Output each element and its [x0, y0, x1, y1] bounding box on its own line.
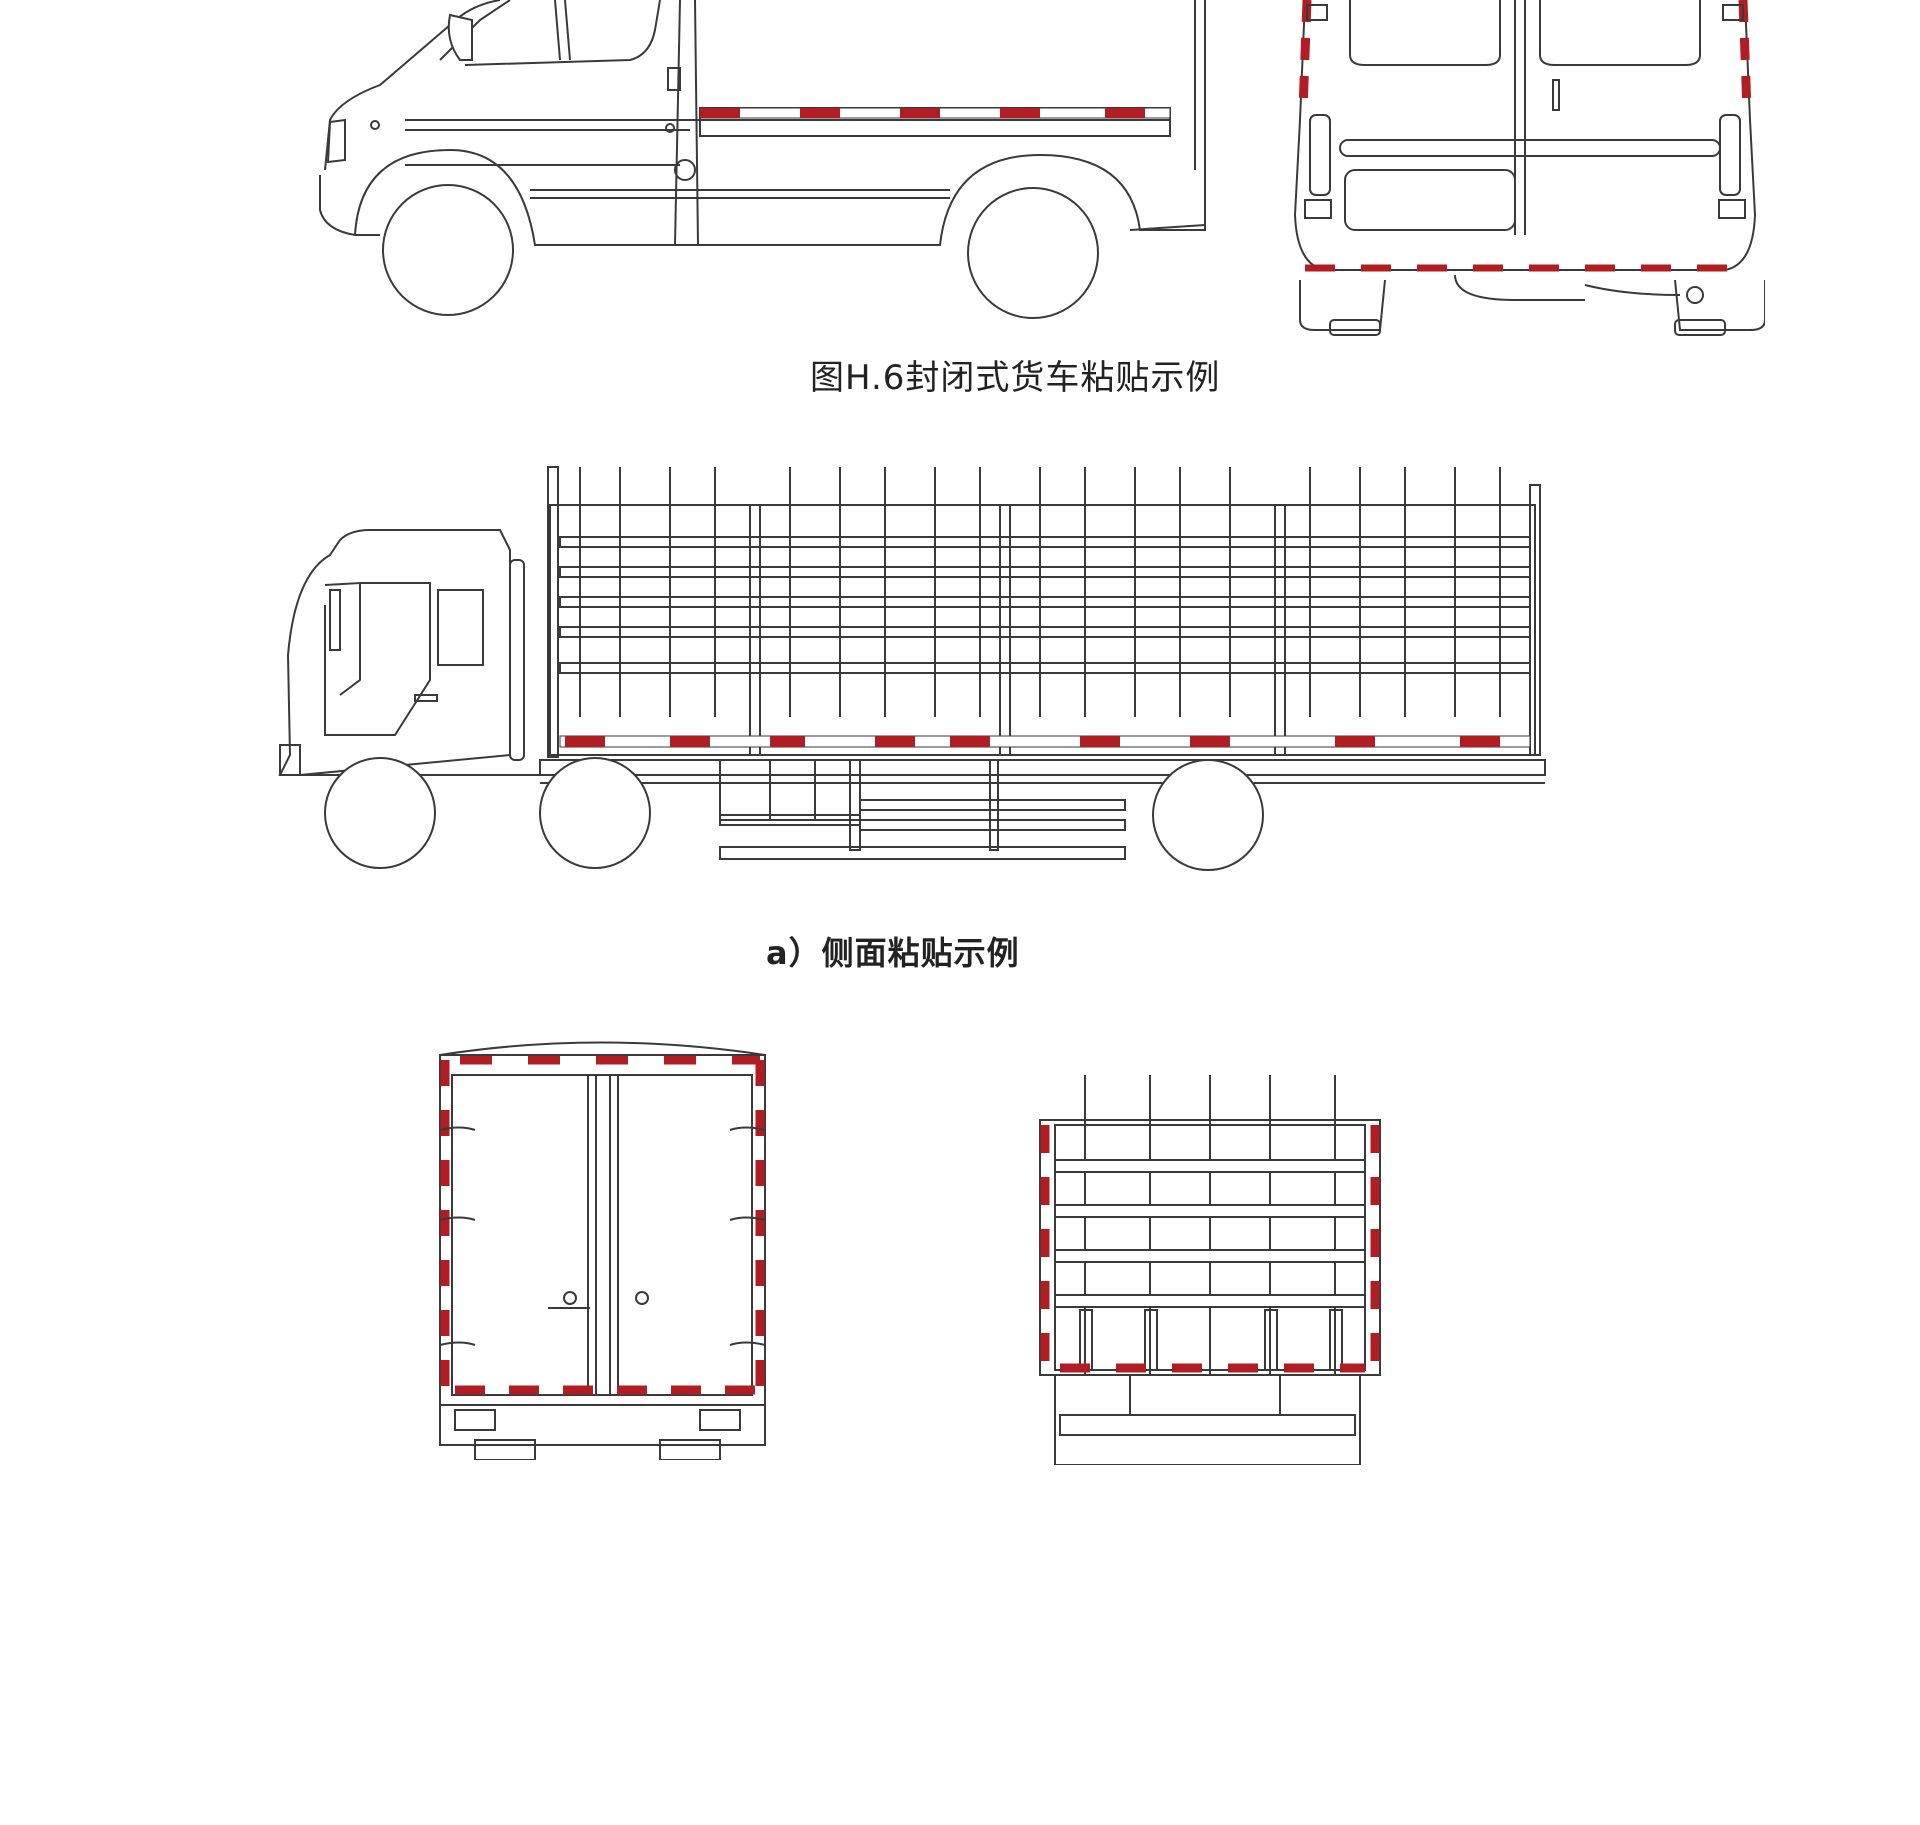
- stake-truck-side-view: [278, 466, 1546, 871]
- stake-truck-rear-view: [1039, 1075, 1381, 1465]
- box-rear-side-strips: [440, 1060, 765, 1400]
- truck-side-reflective-strip: [559, 735, 1531, 748]
- truck-middle-wheel: [539, 757, 651, 869]
- van-front-wheel: [382, 184, 514, 316]
- cargo-slats: [559, 536, 1531, 674]
- closed-van-rear-view: [1293, 0, 1765, 336]
- figure-caption: 图H.6封闭式货车粘贴示例: [810, 358, 1221, 398]
- van-rear-wheel: [967, 187, 1099, 319]
- truck-rear-wheel: [1152, 759, 1264, 871]
- cab-exhaust-stack: [509, 559, 525, 761]
- cargo-stakes: [579, 467, 1501, 717]
- van-side-reflective-strip: [699, 107, 1171, 119]
- closed-van-side-view: [319, 0, 1206, 319]
- stake-rear-side-strips: [1040, 1125, 1380, 1370]
- subcaption-a: a）侧面粘贴示例: [766, 934, 1020, 972]
- truck-front-wheel: [324, 757, 436, 869]
- box-truck-rear-view: [439, 1041, 766, 1460]
